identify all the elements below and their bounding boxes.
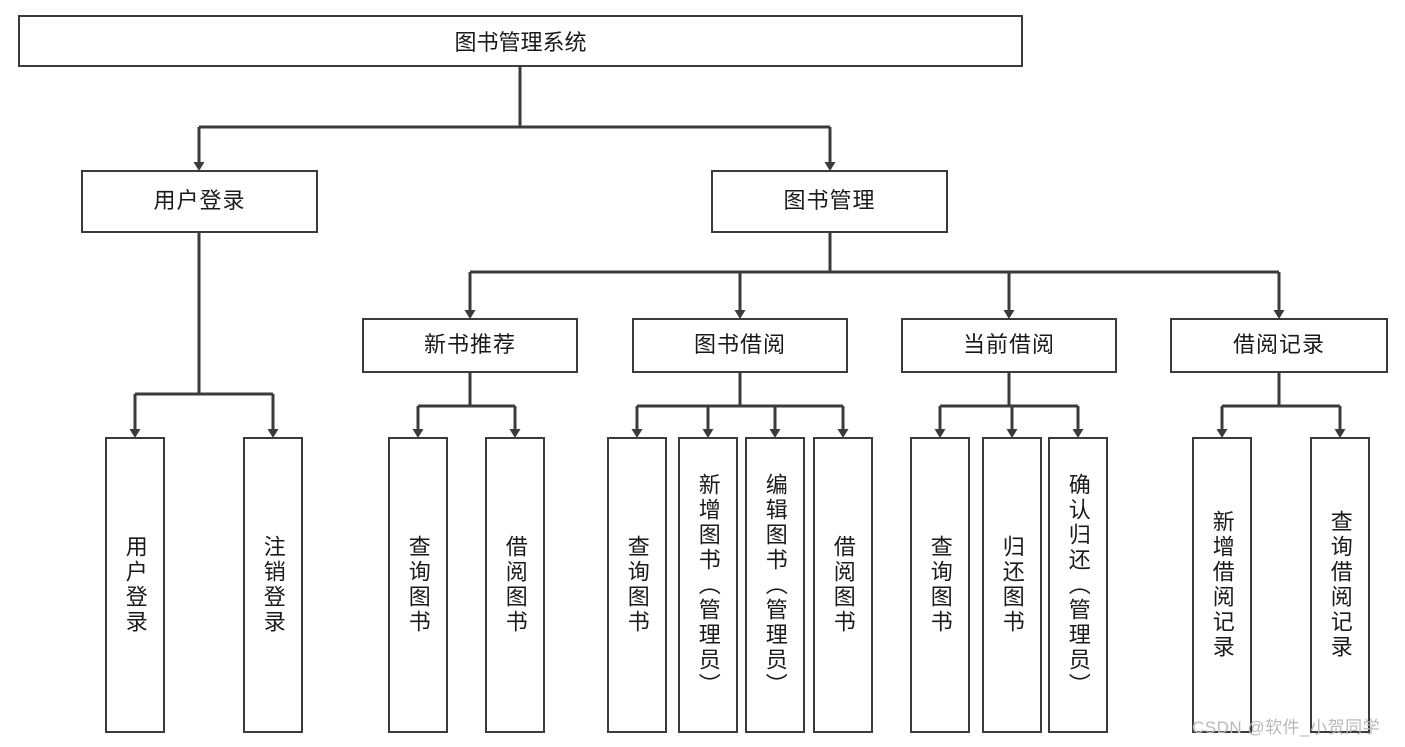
node-user-login-label: 用户登录 — [153, 188, 246, 214]
node-leaf-return-book-label: 归还图书 — [999, 535, 1025, 635]
node-leaf-edit-book-label: 编辑图书（管理员） — [762, 472, 788, 698]
node-leaf-query-book-1[interactable]: 查询图书 — [388, 437, 448, 733]
node-book-borrow-label: 图书借阅 — [693, 332, 786, 358]
node-leaf-add-book-label: 新增图书（管理员） — [695, 472, 721, 698]
node-new-book-recommend[interactable]: 新书推荐 — [362, 318, 578, 373]
node-leaf-add-book[interactable]: 新增图书（管理员） — [678, 437, 738, 733]
node-leaf-edit-book[interactable]: 编辑图书（管理员） — [745, 437, 805, 733]
node-leaf-add-borrow-record[interactable]: 新增借阅记录 — [1192, 437, 1252, 733]
node-leaf-query-book-2-label: 查询图书 — [624, 535, 650, 635]
node-leaf-borrow-book-1-label: 借阅图书 — [502, 535, 528, 635]
node-leaf-logout-login-label: 注销登录 — [260, 535, 286, 635]
node-root[interactable]: 图书管理系统 — [18, 15, 1023, 67]
node-borrow-record[interactable]: 借阅记录 — [1170, 318, 1388, 373]
node-leaf-confirm-return-label: 确认归还（管理员） — [1065, 472, 1091, 698]
csdn-watermark: CSDN @软件_小贺同学 — [1192, 718, 1381, 737]
node-leaf-borrow-book-2[interactable]: 借阅图书 — [813, 437, 873, 733]
node-book-manage-label: 图书管理 — [783, 188, 876, 214]
node-leaf-query-book-3-label: 查询图书 — [927, 535, 953, 635]
node-book-borrow[interactable]: 图书借阅 — [632, 318, 848, 373]
node-leaf-query-book-3[interactable]: 查询图书 — [910, 437, 970, 733]
node-leaf-return-book[interactable]: 归还图书 — [982, 437, 1042, 733]
node-leaf-query-book-1-label: 查询图书 — [405, 535, 431, 635]
node-user-login[interactable]: 用户登录 — [81, 170, 318, 233]
node-borrow-record-label: 借阅记录 — [1232, 332, 1325, 358]
node-leaf-query-borrow-record-label: 查询借阅记录 — [1327, 510, 1353, 660]
node-leaf-user-login[interactable]: 用户登录 — [105, 437, 165, 733]
node-leaf-query-borrow-record[interactable]: 查询借阅记录 — [1310, 437, 1370, 733]
node-leaf-confirm-return[interactable]: 确认归还（管理员） — [1048, 437, 1108, 733]
node-leaf-borrow-book-1[interactable]: 借阅图书 — [485, 437, 545, 733]
node-current-borrow[interactable]: 当前借阅 — [901, 318, 1117, 373]
node-leaf-add-borrow-record-label: 新增借阅记录 — [1209, 510, 1235, 660]
node-root-label: 图书管理系统 — [454, 30, 587, 55]
node-leaf-query-book-2[interactable]: 查询图书 — [607, 437, 667, 733]
node-leaf-logout-login[interactable]: 注销登录 — [243, 437, 303, 733]
node-new-book-recommend-label: 新书推荐 — [423, 332, 516, 358]
node-current-borrow-label: 当前借阅 — [962, 332, 1055, 358]
node-leaf-user-login-label: 用户登录 — [122, 535, 148, 635]
node-book-manage[interactable]: 图书管理 — [711, 170, 948, 233]
node-leaf-borrow-book-2-label: 借阅图书 — [830, 535, 856, 635]
